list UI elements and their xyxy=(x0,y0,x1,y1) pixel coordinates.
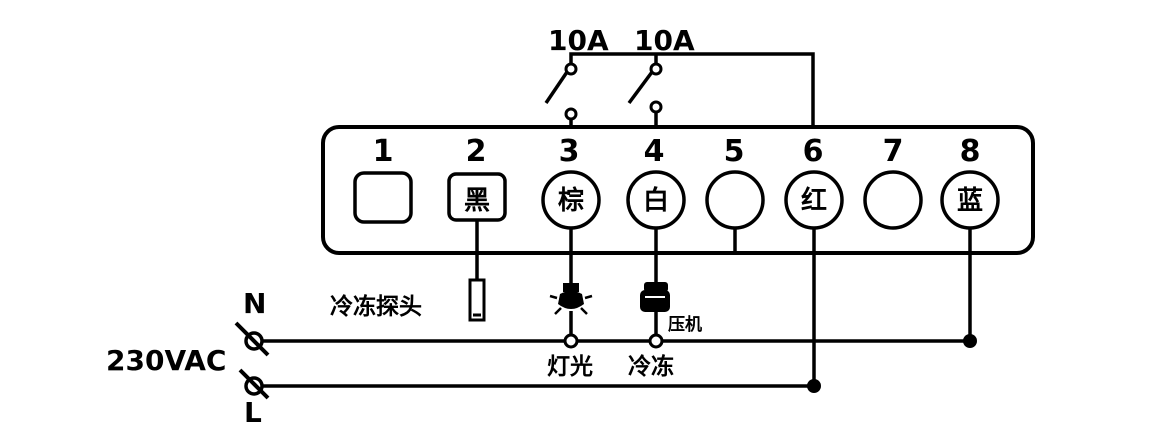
compressor-icon: 压机 xyxy=(640,282,702,335)
light-junction xyxy=(563,333,579,349)
terminal-3-number: 3 xyxy=(559,134,580,169)
relay-2-switch-arm xyxy=(627,70,654,105)
neutral-label: N xyxy=(243,287,266,320)
terminal-1 xyxy=(353,171,413,224)
terminal-6-node xyxy=(807,379,821,393)
terminal-4-label: 白 xyxy=(643,185,669,216)
probe-sensor: 冷冻探头 xyxy=(330,278,486,322)
terminal-7-number: 7 xyxy=(883,134,904,169)
terminal-numbers: 1 2 3 4 5 6 7 8 xyxy=(373,134,981,169)
terminal-1-number: 1 xyxy=(373,134,394,169)
light-bulb-icon xyxy=(549,283,593,334)
terminal-4-number: 4 xyxy=(644,134,665,169)
terminal-8-label: 蓝 xyxy=(957,186,983,216)
compressor-junction xyxy=(648,333,664,349)
terminal-7 xyxy=(863,170,923,230)
terminal-2-label: 黑 xyxy=(464,186,490,216)
freeze-label: 冷冻 xyxy=(628,353,674,380)
live-line xyxy=(254,379,821,393)
neutral-line xyxy=(254,333,977,349)
terminal-8-number: 8 xyxy=(960,134,981,169)
relay-2-rating: 10A xyxy=(634,24,695,57)
power-terminals: N L 230VAC xyxy=(106,287,270,429)
terminals: 黑 棕 白 红 蓝 xyxy=(353,170,1000,230)
light-label: 灯光 xyxy=(547,354,593,380)
relay-2-upper-contact xyxy=(649,62,663,76)
relay-1-switch-arm xyxy=(544,71,569,104)
relay-group: 10A 10A xyxy=(544,24,815,127)
terminal-6-number: 6 xyxy=(803,134,824,169)
terminal-5 xyxy=(705,170,765,230)
terminal-8-node xyxy=(963,334,977,348)
relay-1-rating: 10A xyxy=(548,24,609,57)
live-label: L xyxy=(244,396,262,429)
probe-label: 冷冻探头 xyxy=(330,293,422,320)
relay-2-lower-contact xyxy=(649,100,663,114)
terminal-leads xyxy=(475,220,972,386)
relay-1-lower-contact xyxy=(564,107,578,121)
terminal-6-label: 红 xyxy=(801,185,827,216)
relay-1-upper-contact xyxy=(564,62,578,76)
terminal-3-label: 棕 xyxy=(558,185,584,216)
terminal-2-number: 2 xyxy=(466,134,487,169)
voltage-label: 230VAC xyxy=(106,344,226,377)
terminal-5-number: 5 xyxy=(724,134,745,169)
compressor-label: 压机 xyxy=(668,314,702,335)
